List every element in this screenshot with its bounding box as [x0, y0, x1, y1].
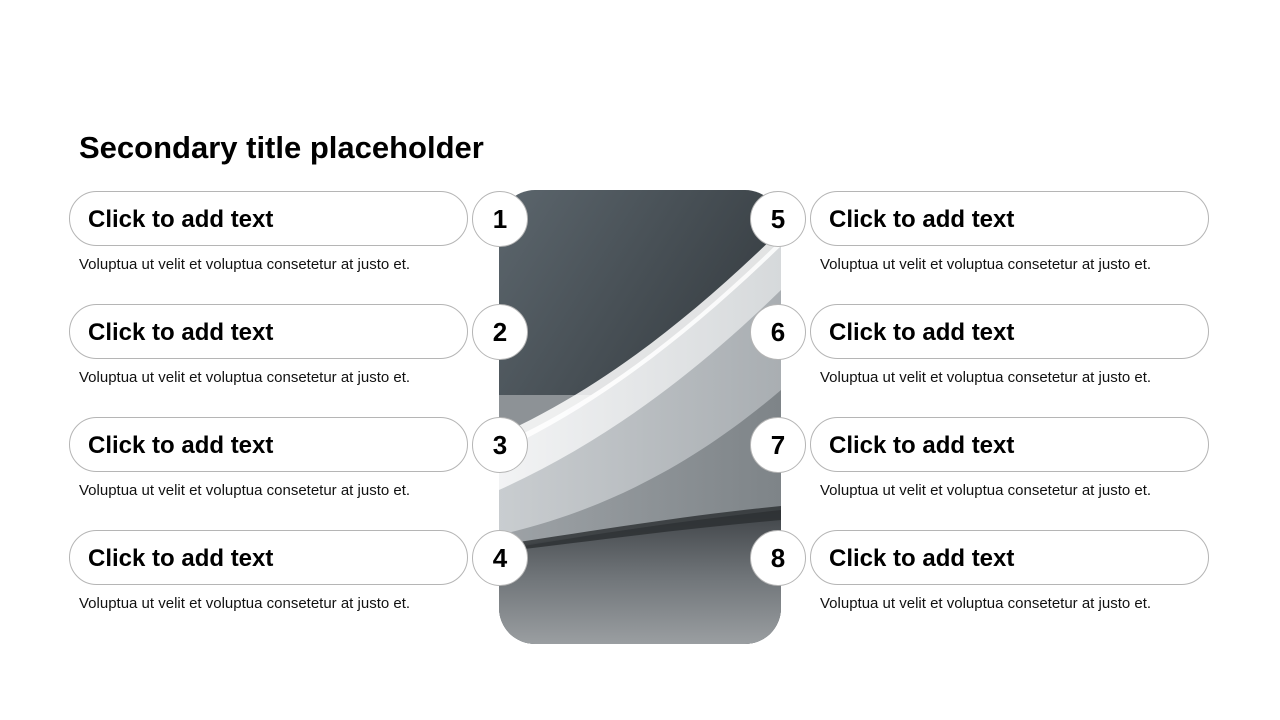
abstract-curves-picture	[499, 190, 781, 644]
item-7-pill[interactable]: Click to add text	[810, 417, 1209, 472]
item-6-pill[interactable]: Click to add text	[810, 304, 1209, 359]
item-7-description[interactable]: Voluptua ut velit et voluptua consetetur…	[820, 482, 1152, 499]
item-1-number-badge: 1	[472, 191, 528, 247]
item-6-heading[interactable]: Click to add text	[829, 319, 1015, 346]
item-2-pill[interactable]: Click to add text	[69, 304, 468, 359]
item-4-heading[interactable]: Click to add text	[88, 545, 274, 572]
item-6-number-badge: 6	[750, 304, 806, 360]
item-4-description[interactable]: Voluptua ut velit et voluptua consetetur…	[79, 595, 411, 612]
center-image	[499, 190, 781, 644]
item-5-number-badge: 5	[750, 191, 806, 247]
item-3-number-badge: 3	[472, 417, 528, 473]
item-8-pill[interactable]: Click to add text	[810, 530, 1209, 585]
page-title[interactable]: Secondary title placeholder	[79, 130, 484, 165]
item-3-heading[interactable]: Click to add text	[88, 432, 274, 459]
item-4-pill[interactable]: Click to add text	[69, 530, 468, 585]
item-5-heading[interactable]: Click to add text	[829, 206, 1015, 233]
item-2-number-badge: 2	[472, 304, 528, 360]
item-3-description[interactable]: Voluptua ut velit et voluptua consetetur…	[79, 482, 411, 499]
item-2-description[interactable]: Voluptua ut velit et voluptua consetetur…	[79, 369, 411, 386]
item-4-number-badge: 4	[472, 530, 528, 586]
item-2-heading[interactable]: Click to add text	[88, 319, 274, 346]
item-5-description[interactable]: Voluptua ut velit et voluptua consetetur…	[820, 256, 1152, 273]
item-3-pill[interactable]: Click to add text	[69, 417, 468, 472]
item-8-description[interactable]: Voluptua ut velit et voluptua consetetur…	[820, 595, 1152, 612]
item-8-number-badge: 8	[750, 530, 806, 586]
item-7-number-badge: 7	[750, 417, 806, 473]
item-5-pill[interactable]: Click to add text	[810, 191, 1209, 246]
item-7-heading[interactable]: Click to add text	[829, 432, 1015, 459]
item-6-description[interactable]: Voluptua ut velit et voluptua consetetur…	[820, 369, 1152, 386]
item-1-heading[interactable]: Click to add text	[88, 206, 274, 233]
item-1-description[interactable]: Voluptua ut velit et voluptua consetetur…	[79, 256, 411, 273]
item-1-pill[interactable]: Click to add text	[69, 191, 468, 246]
item-8-heading[interactable]: Click to add text	[829, 545, 1015, 572]
